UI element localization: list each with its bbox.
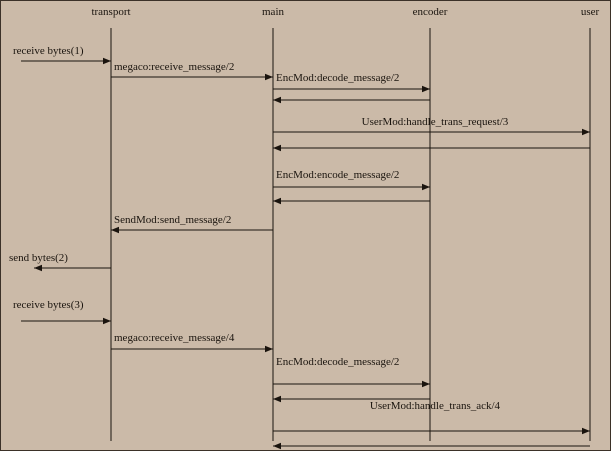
arrow-head-left-icon	[273, 197, 281, 205]
arrow-head-left-icon	[273, 395, 281, 403]
arrow-head-right-icon	[422, 183, 430, 191]
message-label-m1: receive bytes(1)	[13, 45, 84, 57]
arrow-head-right-icon	[422, 85, 430, 93]
arrow-head-right-icon	[582, 427, 590, 435]
message-label-m3: EncMod:decode_message/2	[276, 72, 400, 84]
messages-group	[21, 57, 590, 450]
arrow-head-left-icon	[273, 96, 281, 104]
actor-label-user: user	[580, 6, 600, 18]
arrow-head-left-icon	[273, 144, 281, 152]
arrow-head-left-icon	[111, 226, 119, 234]
arrow-head-right-icon	[103, 57, 111, 65]
arrow-head-right-icon	[582, 128, 590, 136]
arrow-head-left-icon	[273, 442, 281, 450]
message-label-m15: UserMod:handle_trans_ack/4	[369, 400, 501, 412]
message-label-m12: megaco:receive_message/4	[114, 332, 235, 344]
message-label-m11: receive bytes(3)	[13, 299, 84, 311]
message-label-m7: EncMod:encode_message/2	[276, 169, 400, 181]
message-label-m13: EncMod:decode_message/2	[276, 356, 400, 368]
arrow-head-right-icon	[422, 380, 430, 388]
message-label-m10: send bytes(2)	[9, 252, 68, 264]
actor-label-transport: transport	[91, 6, 131, 18]
lifelines-group	[110, 28, 591, 441]
actor-label-main: main	[262, 6, 284, 18]
arrow-head-right-icon	[265, 73, 273, 81]
arrow-head-right-icon	[265, 345, 273, 353]
message-label-m5: UserMod:handle_trans_request/3	[361, 116, 509, 128]
message-label-m2: megaco:receive_message/2	[114, 61, 235, 73]
arrow-head-right-icon	[103, 317, 111, 325]
message-label-m9: SendMod:send_message/2	[114, 214, 232, 226]
actor-label-encoder: encoder	[412, 6, 448, 18]
arrow-head-left-icon	[34, 264, 42, 272]
